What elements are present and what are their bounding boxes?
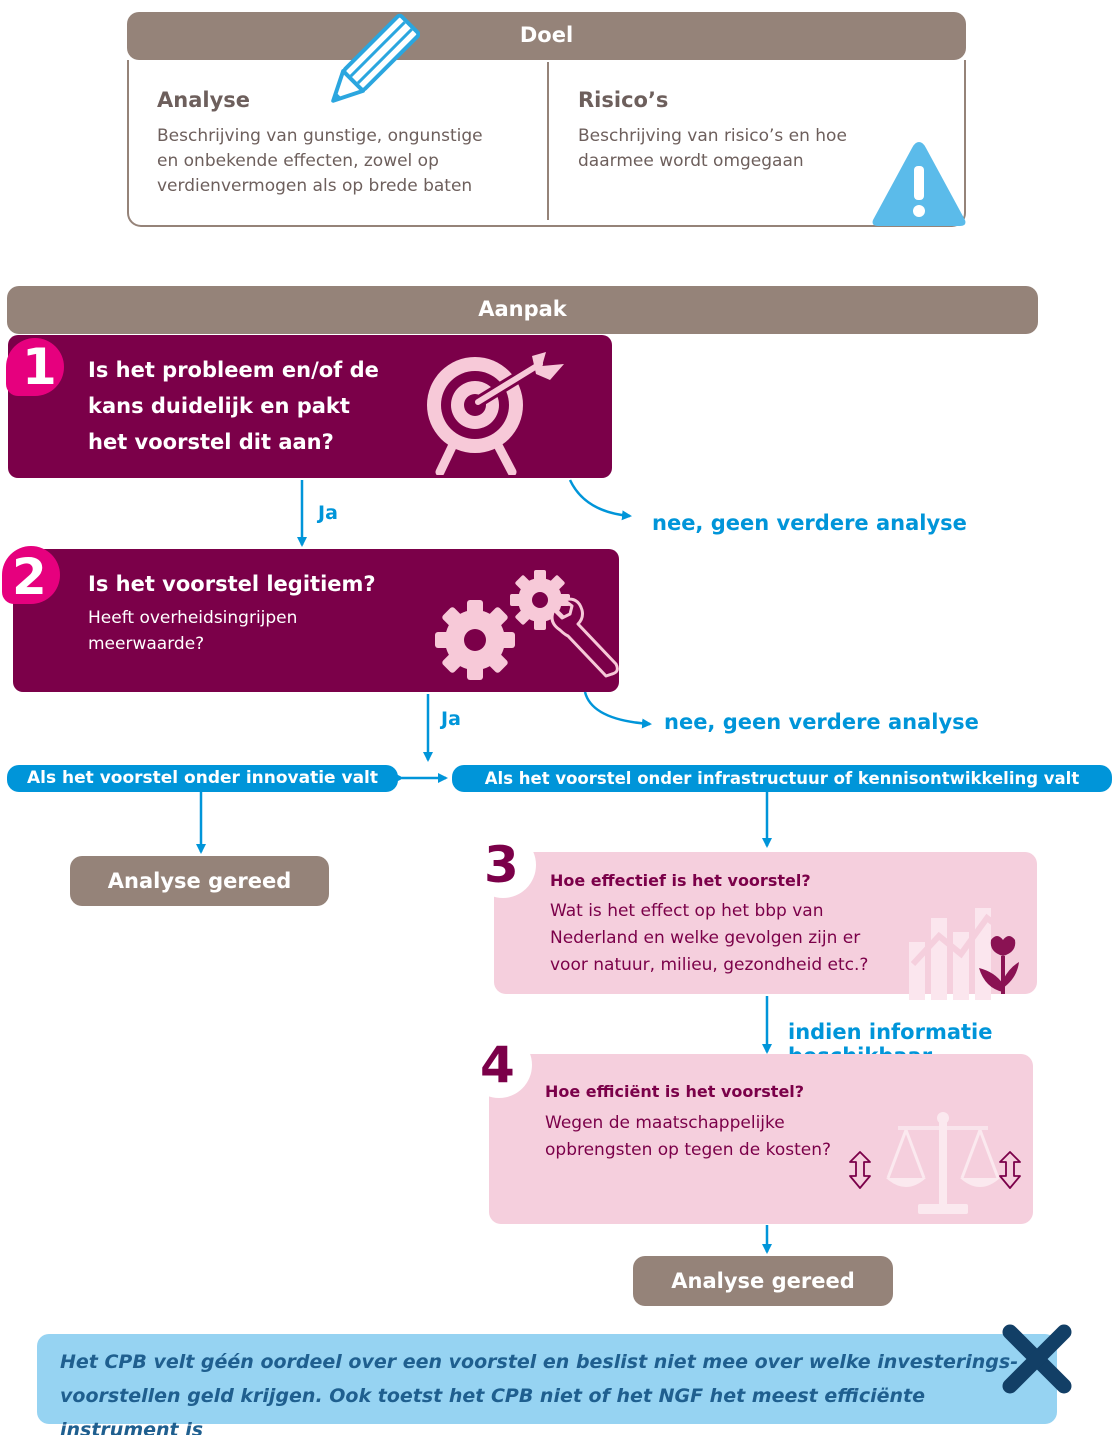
step2-yes-label: Ja bbox=[441, 708, 461, 730]
analyse-done-right: Analyse gereed bbox=[633, 1256, 893, 1306]
doel-header: Doel bbox=[127, 12, 966, 60]
doel-box bbox=[127, 60, 966, 227]
step2-number-badge bbox=[2, 546, 60, 604]
step3-number-bg bbox=[470, 832, 536, 898]
step1-number: 1 bbox=[22, 338, 57, 396]
step3-subtext: Wat is het effect op het bbp van Nederla… bbox=[550, 901, 869, 975]
step3-number: 3 bbox=[484, 836, 519, 894]
target-icon bbox=[427, 352, 564, 475]
step1-no-label: nee, geen verdere analyse bbox=[652, 511, 967, 535]
step1-number-badge bbox=[6, 338, 64, 396]
analyse-heading: Analyse bbox=[157, 88, 251, 112]
close-icon bbox=[1002, 1324, 1072, 1394]
scale-icon bbox=[849, 1112, 1021, 1214]
analyse-done-left: Analyse gereed bbox=[70, 856, 329, 906]
step4-question: Hoe efficiënt is het voorstel? bbox=[545, 1082, 805, 1101]
chart-flower-icon bbox=[909, 908, 1019, 1000]
pencil-icon bbox=[331, 13, 420, 103]
warning-icon bbox=[872, 142, 966, 226]
doel-divider bbox=[547, 62, 549, 220]
analyse-text: Beschrijving van gunstige, ongunstige en… bbox=[157, 126, 483, 196]
step4-subtext: Wegen de maatschappelijke opbrengsten op… bbox=[545, 1113, 832, 1160]
step4-number: 4 bbox=[480, 1036, 515, 1094]
step1-question: Is het probleem en/of de kans duidelijk … bbox=[88, 358, 379, 454]
step2-box bbox=[13, 549, 619, 692]
aanpak-header: Aanpak bbox=[7, 286, 1038, 334]
step2-no-label: nee, geen verdere analyse bbox=[664, 710, 979, 734]
step2-number: 2 bbox=[12, 548, 47, 606]
gears-wrench-icon bbox=[435, 570, 619, 680]
step1-yes-label: Ja bbox=[318, 502, 338, 524]
risicos-text: Beschrijving van risico’s en hoe daarmee… bbox=[578, 126, 847, 171]
step2-question: Is het voorstel legitiem? bbox=[88, 572, 376, 596]
step4-number-bg bbox=[466, 1032, 532, 1098]
branch-innovation-pill: Als het voorstel onder innovatie valt bbox=[7, 765, 398, 792]
disclaimer-line-1: Het CPB velt géén oordeel over een voors… bbox=[60, 1351, 1019, 1373]
step3-question: Hoe effectief is het voorstel? bbox=[550, 871, 811, 890]
disclaimer-text: Het CPB velt géén oordeel over een voors… bbox=[60, 1345, 1020, 1435]
disclaimer-line-2: voorstellen geld krijgen. Ook toetst het… bbox=[60, 1385, 926, 1435]
risicos-heading: Risico’s bbox=[578, 88, 669, 112]
step2-subtext: Heeft overheidsingrijpen meerwaarde? bbox=[88, 608, 298, 654]
branch-infra-pill: Als het voorstel onder infrastructuur of… bbox=[452, 765, 1112, 792]
disclaimer-box bbox=[37, 1334, 1057, 1424]
